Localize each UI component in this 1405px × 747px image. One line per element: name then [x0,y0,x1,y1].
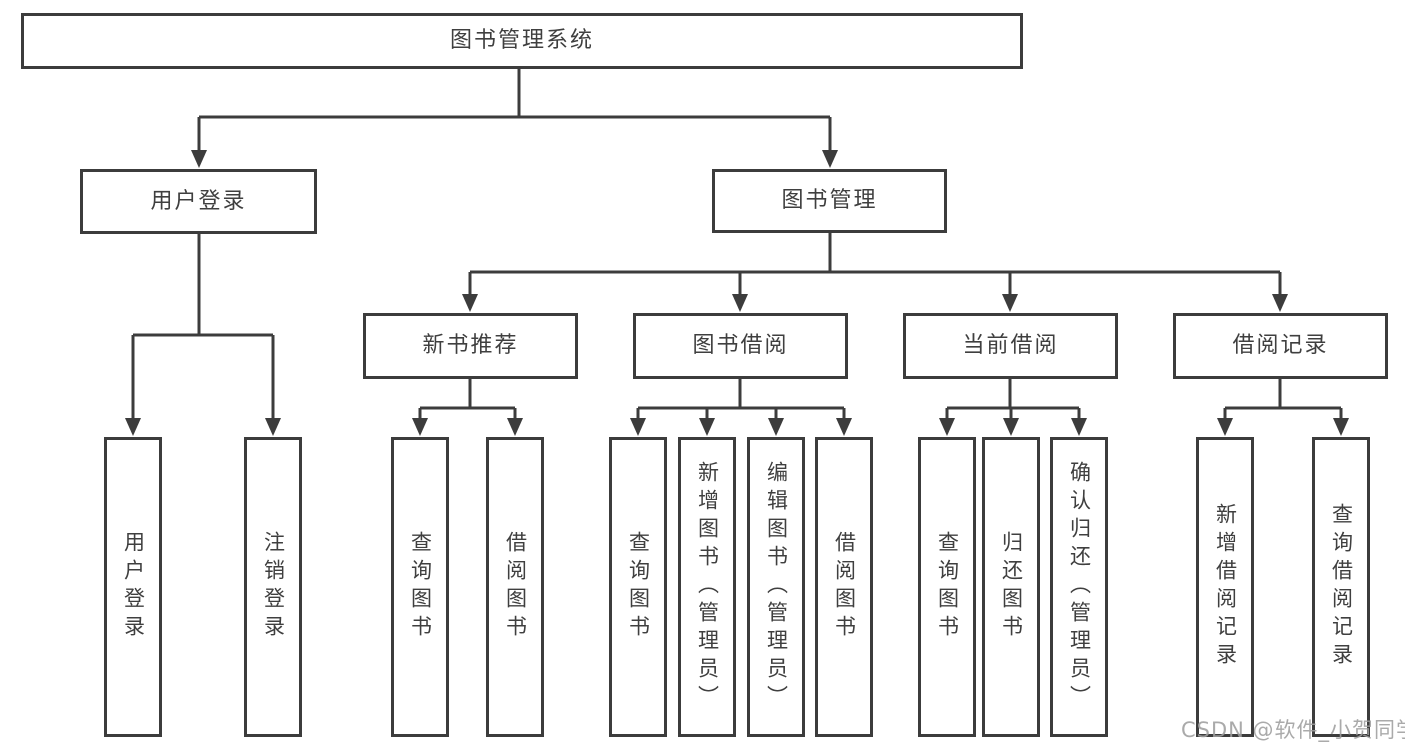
arrowhead-icon [822,150,838,168]
arrowhead-icon [768,418,784,436]
arrowhead-icon [1003,418,1019,436]
node-library-system: 图书管理系统 [21,13,1023,69]
node-current-borrowing: 当前借阅 [903,313,1118,379]
arrowhead-icon [732,294,748,312]
arrowhead-icon [939,418,955,436]
arrowhead-icon [412,418,428,436]
node-new-book-recommend: 新书推荐 [363,313,578,379]
arrowhead-icon [507,418,523,436]
edge-borrowing-to-leaves [636,379,846,421]
leaf-cb-return-books: 归还图书 [982,437,1040,737]
arrowhead-icon [462,294,478,312]
arrowhead-icon [1217,418,1233,436]
leaf-bb-edit-books-admin: 编辑图书（管理员） [747,437,805,737]
arrowhead-icon [630,418,646,436]
leaf-nbr-query-books: 查询图书 [391,437,449,737]
edge-newbook-to-leaves [418,379,517,421]
arrowheads [125,150,1349,436]
arrowhead-icon [1333,418,1349,436]
leaf-bb-borrow-books: 借阅图书 [815,437,873,737]
arrowhead-icon [1002,294,1018,312]
edge-bookmgmt-to-level3 [468,233,1282,296]
edge-root-to-level2 [197,69,832,152]
leaf-logout-login: 注销登录 [244,437,302,737]
leaf-br-query-record: 查询借阅记录 [1312,437,1370,737]
leaf-bb-add-books-admin: 新增图书（管理员） [678,437,736,737]
arrowhead-icon [191,150,207,168]
leaf-nbr-borrow-books: 借阅图书 [486,437,544,737]
arrowhead-icon [265,418,281,436]
leaf-user-login: 用户登录 [104,437,162,737]
leaf-cb-confirm-return-admin: 确认归还（管理员） [1050,437,1108,737]
leaf-cb-query-books: 查询图书 [918,437,976,737]
node-borrowing-records: 借阅记录 [1173,313,1388,379]
edge-paths [131,69,1343,421]
edge-userlogin-to-leaves [131,234,275,420]
edge-records-to-leaves [1223,379,1343,421]
leaf-bb-query-books: 查询图书 [609,437,667,737]
arrowhead-icon [836,418,852,436]
arrowhead-icon [699,418,715,436]
node-book-management: 图书管理 [712,169,947,233]
node-user-login: 用户登录 [80,169,317,234]
arrowhead-icon [125,418,141,436]
arrowhead-icon [1272,294,1288,312]
leaf-br-add-record: 新增借阅记录 [1196,437,1254,737]
csdn-watermark: CSDN @软件_小贺同学 [1181,718,1405,742]
arrowhead-icon [1071,418,1087,436]
node-book-borrowing: 图书借阅 [633,313,848,379]
edge-current-to-leaves [945,379,1081,421]
